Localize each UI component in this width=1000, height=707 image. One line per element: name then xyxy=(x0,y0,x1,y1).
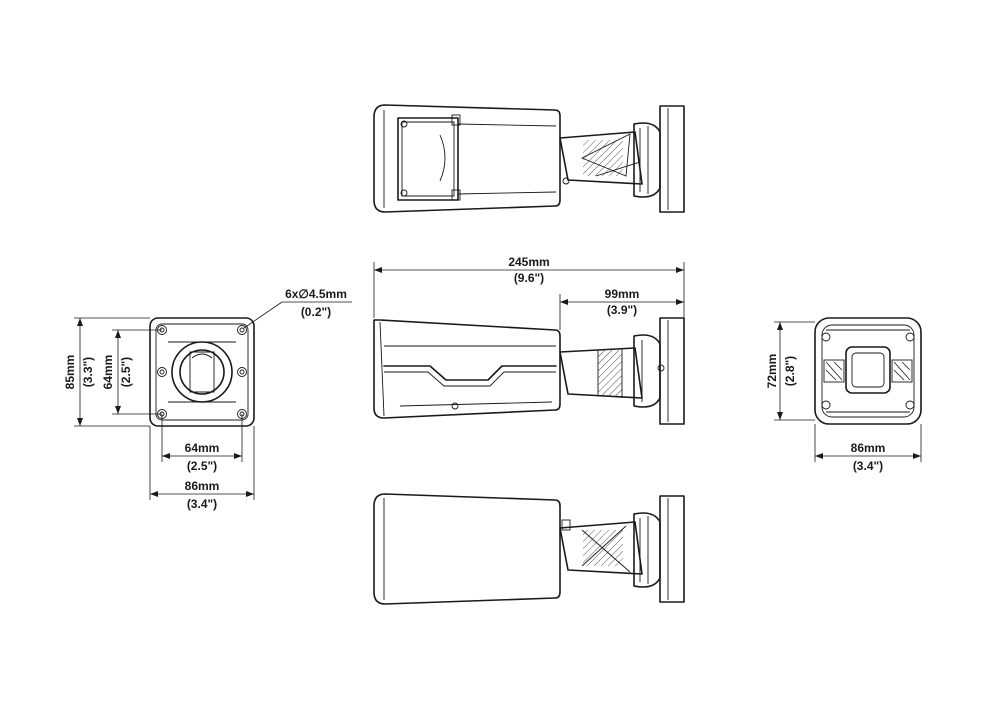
mount-height-outer-metric: 85mm xyxy=(63,355,77,390)
front-view xyxy=(814,317,922,425)
front-height-metric: 72mm xyxy=(765,354,779,389)
bracket-length-imperial: (3.9") xyxy=(607,303,637,317)
bottom-view xyxy=(373,493,685,605)
front-height-imperial: (2.8") xyxy=(783,356,797,386)
front-width-metric: 86mm xyxy=(851,441,886,455)
mount-height-outer-imperial: (3.3") xyxy=(81,357,95,387)
mount-height-inner-metric: 64mm xyxy=(101,355,115,390)
top-view xyxy=(373,104,685,213)
dimension-lines xyxy=(74,262,922,500)
mount-width-outer-imperial: (3.4") xyxy=(187,497,217,511)
mount-width-inner-imperial: (2.5") xyxy=(187,459,217,473)
side-view xyxy=(373,317,685,425)
front-width-imperial: (3.4") xyxy=(853,459,883,473)
overall-length-imperial: (9.6") xyxy=(514,271,544,285)
mount-height-inner-imperial: (2.5") xyxy=(119,357,133,387)
bracket-length-metric: 99mm xyxy=(605,287,640,301)
mount-width-inner-metric: 64mm xyxy=(185,441,220,455)
mount-width-outer-metric: 86mm xyxy=(185,479,220,493)
overall-length-metric: 245mm xyxy=(508,255,549,269)
hole-spec-metric: 6x∅4.5mm xyxy=(285,287,347,301)
mount-plate-view xyxy=(149,317,255,427)
hole-spec-imperial: (0.2") xyxy=(301,305,331,319)
dimension-labels: 245mm (9.6") 99mm (3.9") 6x∅4.5mm (0.2")… xyxy=(63,255,885,511)
